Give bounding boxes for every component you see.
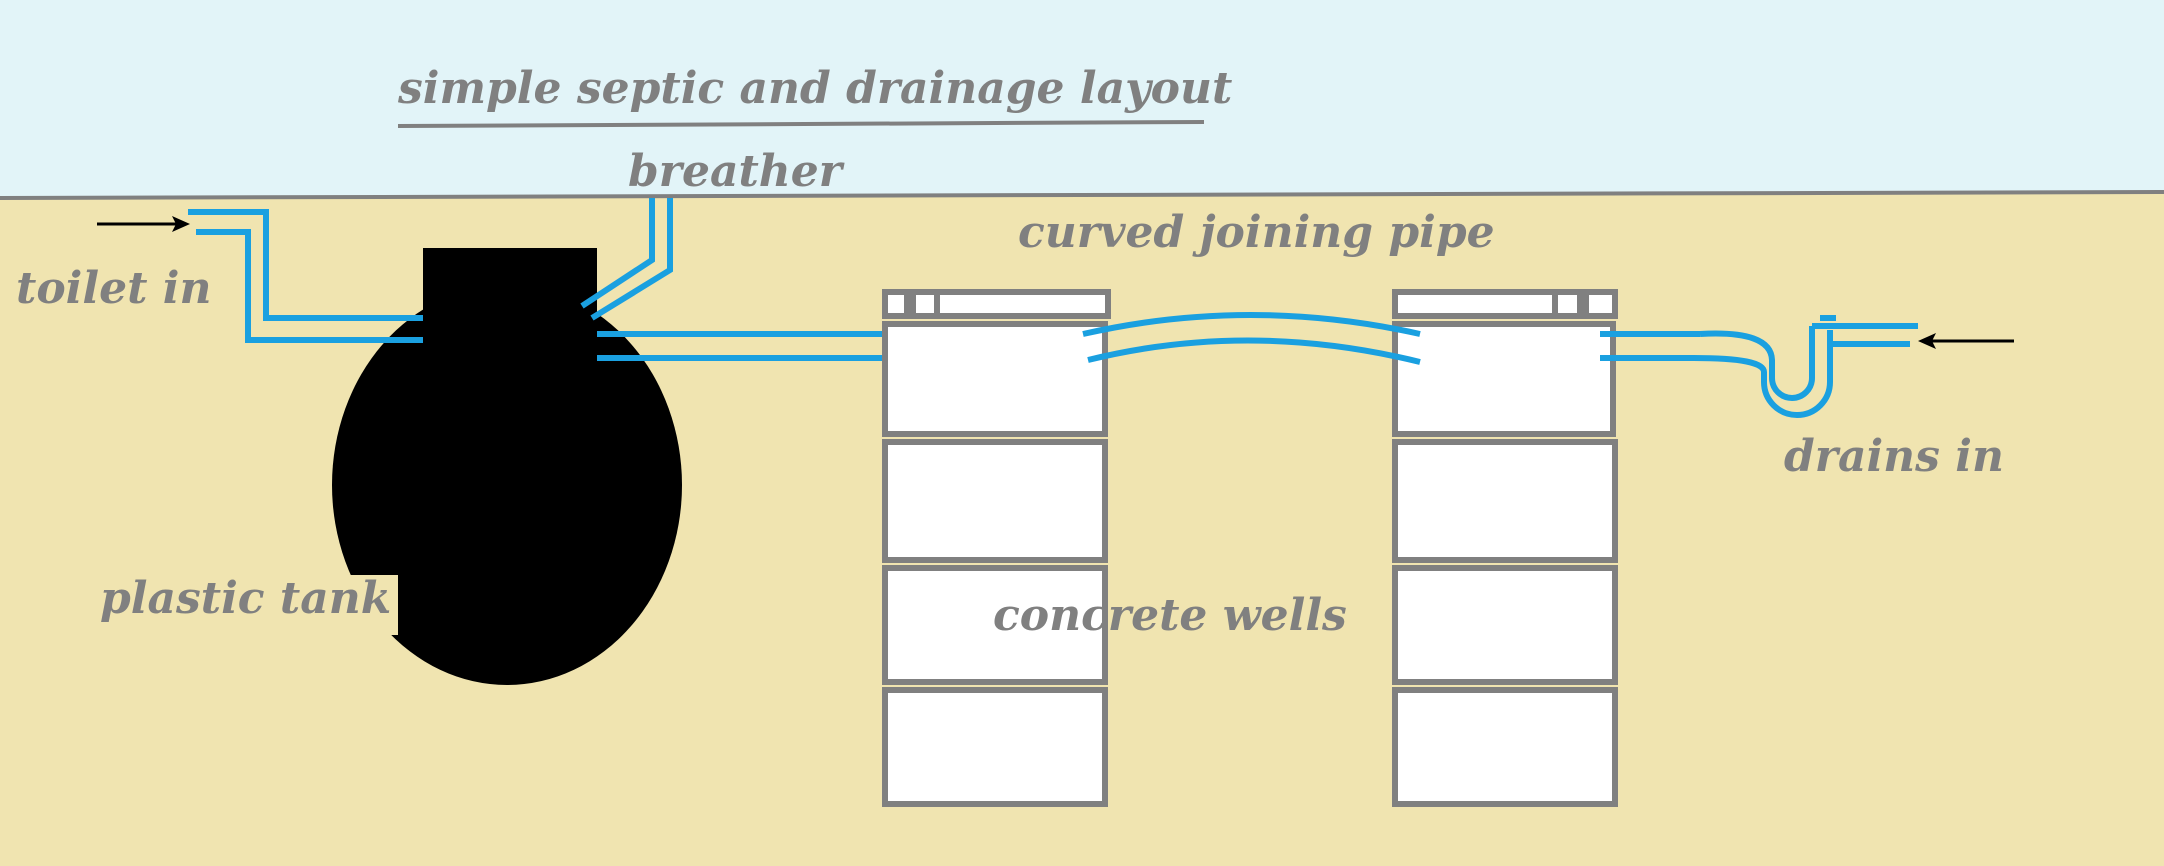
title-underline bbox=[397, 120, 1205, 128]
concrete-well-left bbox=[882, 289, 1111, 807]
drains-inlet-arrow bbox=[1918, 333, 2014, 349]
label-curved-joining-pipe: curved joining pipe bbox=[1018, 207, 1495, 258]
drains-pipe bbox=[1600, 315, 1918, 418]
label-concrete-wells: concrete wells bbox=[993, 590, 1347, 641]
breather-pipe bbox=[580, 198, 673, 321]
toilet-pipe bbox=[188, 209, 423, 343]
tank-outlet-pipe bbox=[597, 331, 910, 361]
label-drains-in: drains in bbox=[1784, 431, 2004, 482]
plastic-tank bbox=[332, 248, 682, 685]
label-plastic-tank: plastic tank bbox=[100, 573, 391, 624]
diagram-title: simple septic and drainage layout bbox=[397, 63, 1232, 114]
label-breather: breather bbox=[628, 146, 845, 197]
sky bbox=[0, 0, 2164, 198]
plastic-tank-label-backdrop bbox=[96, 575, 398, 635]
curved-joining-pipe bbox=[1082, 312, 1421, 365]
concrete-well-right bbox=[1392, 289, 1618, 807]
ground-line bbox=[0, 190, 2164, 200]
toilet-inlet-arrow bbox=[97, 216, 190, 232]
label-toilet-in: toilet in bbox=[16, 263, 211, 314]
